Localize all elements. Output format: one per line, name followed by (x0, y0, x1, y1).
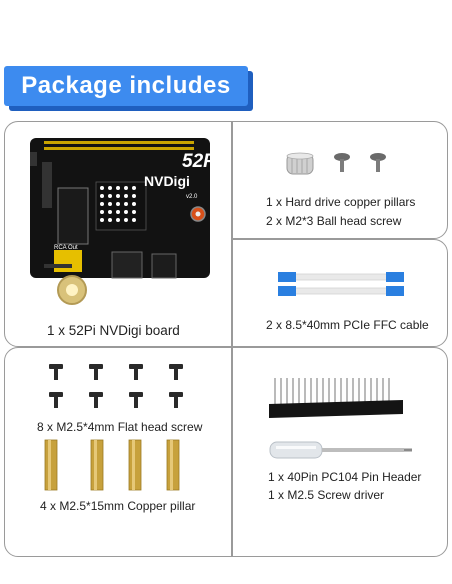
pin-header-caption: 1 x 40Pin PC104 Pin Header (268, 470, 422, 484)
page-title: Package includes (4, 66, 248, 106)
copper-pillar-caption: 4 x M2.5*15mm Copper pillar (40, 499, 196, 513)
board-name-text: NVDigi (144, 173, 190, 189)
pin-header-image (269, 378, 403, 418)
board-version-text: v2.0 (186, 194, 198, 200)
flat-head-screws-image (49, 364, 183, 408)
nvdigi-board-image: 52Pi NVDigi v2.0 RCA Out (30, 138, 222, 305)
screws-panel (4, 347, 232, 557)
board-rca-label: RCA Out (54, 245, 78, 251)
ffc-cable-image (278, 272, 404, 296)
copper-pillars-image (44, 439, 180, 491)
ball-screw-caption: 2 x M2*3 Ball head screw (266, 214, 402, 228)
board-caption: 1 x 52Pi NVDigi board (47, 323, 180, 338)
hard-drive-pillar-image (286, 152, 314, 175)
cable-caption: 2 x 8.5*40mm PCIe FFC cable (266, 318, 429, 332)
screwdriver-image (269, 441, 412, 459)
screwdriver-caption: 1 x M2.5 Screw driver (268, 488, 385, 502)
board-brand-text: 52Pi (182, 151, 222, 172)
pillars-caption: 1 x Hard drive copper pillars (266, 195, 416, 209)
ball-head-screw-image-1 (334, 153, 350, 172)
pillars-panel (232, 121, 448, 239)
flat-screw-caption: 8 x M2.5*4mm Flat head screw (37, 420, 203, 434)
ball-head-screw-image-2 (370, 153, 386, 172)
